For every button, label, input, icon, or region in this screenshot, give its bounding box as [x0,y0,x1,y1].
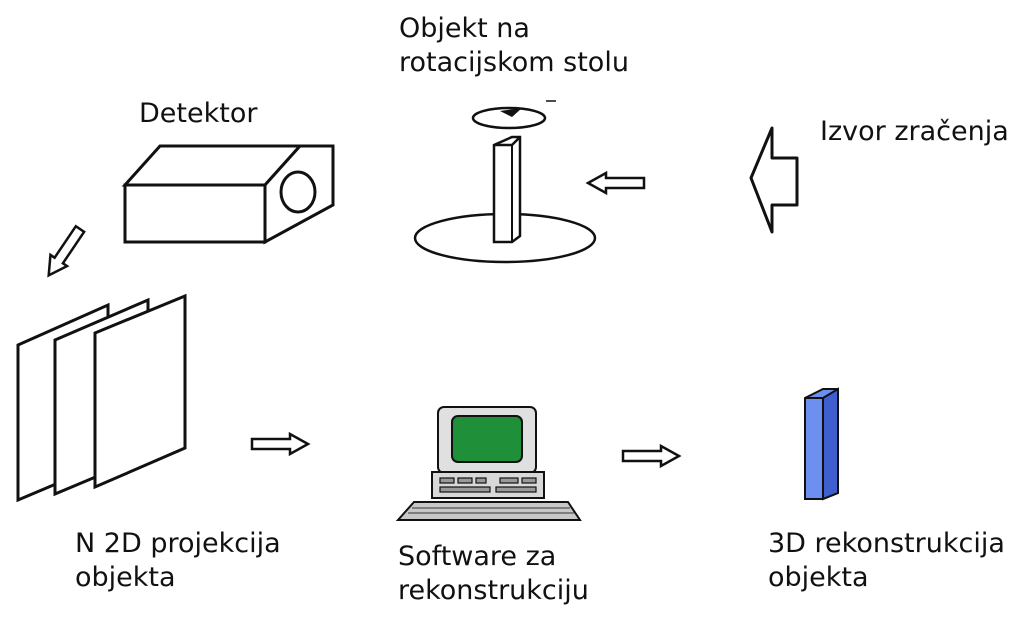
object-label-line2: rotacijskom stolu [399,47,629,79]
projection-plates-icon [16,293,187,503]
reconstruction-label-line1: 3D rekonstrukcija [768,528,1005,559]
object-label-line1: Objekt na [399,13,530,44]
projections-label-line1: N 2D projekcija [75,528,281,559]
flow-arrow-icon [250,432,310,456]
detector-box-icon [121,144,335,245]
flow-arrow-icon [586,171,646,195]
projections-label: N 2D projekcija objekta [75,527,281,595]
rotating-table-icon [413,100,597,264]
detector-label: Detektor [139,98,258,129]
reconstructed-object-icon [804,387,839,501]
projections-label-line2: objekta [75,562,176,594]
object-label: Objekt na rotacijskom stolu [399,12,629,80]
flow-arrow-icon [621,444,681,468]
software-label-line1: Software za [398,541,557,572]
reconstruction-label-line2: objekta [768,562,869,594]
software-label: Software za rekonstrukciju [398,540,589,608]
software-label-line2: rekonstrukciju [398,575,589,607]
reconstruction-label: 3D rekonstrukcija objekta [768,527,1005,595]
flow-arrow-icon [39,222,90,283]
source-label: Izvor zračenja [820,116,1009,147]
computer-icon [395,406,582,521]
radiation-source-arrow-icon [749,126,799,234]
